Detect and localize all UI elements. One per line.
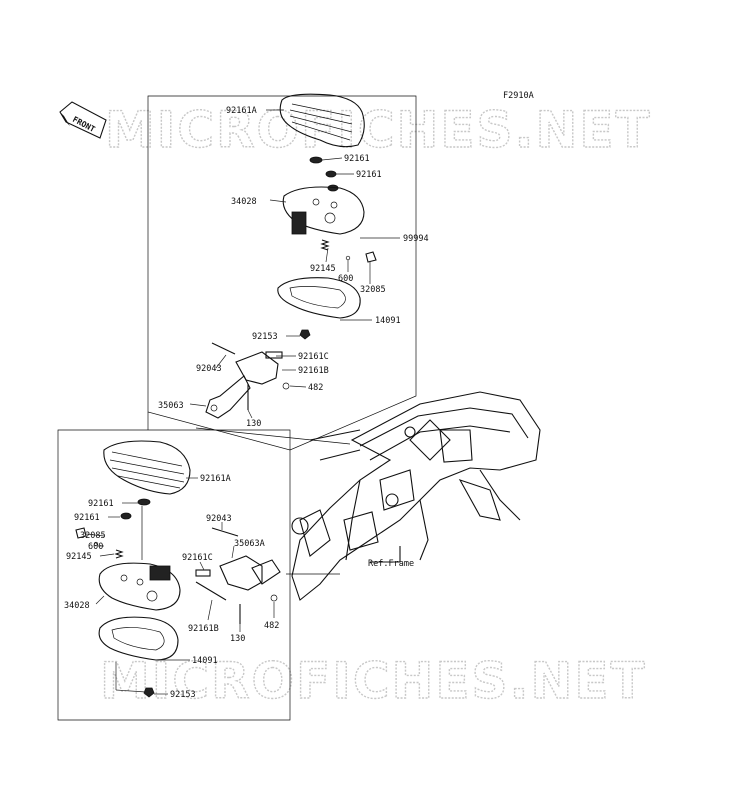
- lower-grommet-2: [120, 512, 132, 520]
- label-lower-92161-2: 92161: [74, 513, 100, 523]
- upper-pad: [277, 277, 361, 319]
- lower-floorboard-bracket: [98, 562, 181, 611]
- watermark-top: MICROFICHES.NET: [105, 101, 652, 159]
- lower-spring: [114, 549, 124, 559]
- label-ref-frame: Ref.Frame: [368, 559, 414, 569]
- label-upper-92161-mid: 92161: [356, 170, 382, 180]
- label-upper-130: 130: [246, 419, 261, 429]
- label-lower-34028: 34028: [64, 601, 90, 611]
- label-lower-92043: 92043: [206, 514, 232, 524]
- label-assembly-99994: 99994: [403, 234, 429, 244]
- motorcycle-frame: [291, 391, 541, 601]
- label-upper-92161a: 92161A: [226, 106, 257, 116]
- lower-group-frame: [57, 429, 291, 721]
- upper-washer-482: [282, 382, 290, 390]
- upper-holder: [205, 351, 283, 419]
- label-lower-92161a: 92161A: [200, 474, 231, 484]
- label-lower-92161-1: 92161: [88, 499, 114, 509]
- label-lower-92145: 92145: [66, 552, 92, 562]
- lower-grommet-1: [137, 498, 151, 506]
- label-upper-92145: 92145: [310, 264, 336, 274]
- label-upper-92153: 92153: [252, 332, 278, 342]
- watermark-bottom: MICROFICHES.NET: [100, 652, 647, 710]
- upper-bolt: [211, 342, 236, 355]
- upper-spring: [320, 239, 330, 251]
- lower-clip: [75, 527, 87, 539]
- lower-floorboard-rubber: [103, 440, 191, 495]
- label-lower-32085: 32085: [80, 531, 106, 541]
- label-lower-482: 482: [264, 621, 279, 631]
- label-upper-14091: 14091: [375, 316, 401, 326]
- front-arrow-icon: FRONT: [59, 101, 107, 139]
- upper-grommets: [309, 156, 339, 192]
- diagram-code: F2910A: [503, 91, 534, 101]
- lower-leaders: [85, 477, 275, 695]
- label-lower-600: 600: [88, 542, 103, 552]
- upper-floorboard-rubber: [279, 93, 365, 148]
- label-upper-92161b: 92161B: [298, 366, 329, 376]
- label-lower-130: 130: [230, 634, 245, 644]
- label-lower-92153: 92153: [170, 690, 196, 700]
- label-upper-482: 482: [308, 383, 323, 393]
- upper-group-frame: [147, 95, 417, 451]
- label-upper-35063: 35063: [158, 401, 184, 411]
- lower-bolt: [211, 527, 239, 537]
- label-lower-92161b: 92161B: [188, 624, 219, 634]
- upper-nut: [299, 329, 311, 340]
- label-lower-35063a: 35063A: [234, 539, 265, 549]
- label-lower-92161c: 92161C: [182, 553, 213, 563]
- upper-pin: [345, 255, 351, 261]
- label-upper-600: 600: [338, 274, 353, 284]
- upper-floorboard-bracket: [282, 186, 365, 235]
- lower-pad: [98, 616, 179, 661]
- label-upper-92043: 92043: [196, 364, 222, 374]
- upper-leaders: [189, 109, 400, 419]
- label-lower-14091: 14091: [192, 656, 218, 666]
- label-upper-92161c: 92161C: [298, 352, 329, 362]
- label-upper-92161-top: 92161: [344, 154, 370, 164]
- label-upper-34028: 34028: [231, 197, 257, 207]
- lower-pin: [93, 541, 99, 547]
- lower-washer-482: [270, 594, 278, 602]
- lower-holder: [195, 555, 281, 601]
- upper-clip: [365, 251, 377, 263]
- label-upper-32085: 32085: [360, 285, 386, 295]
